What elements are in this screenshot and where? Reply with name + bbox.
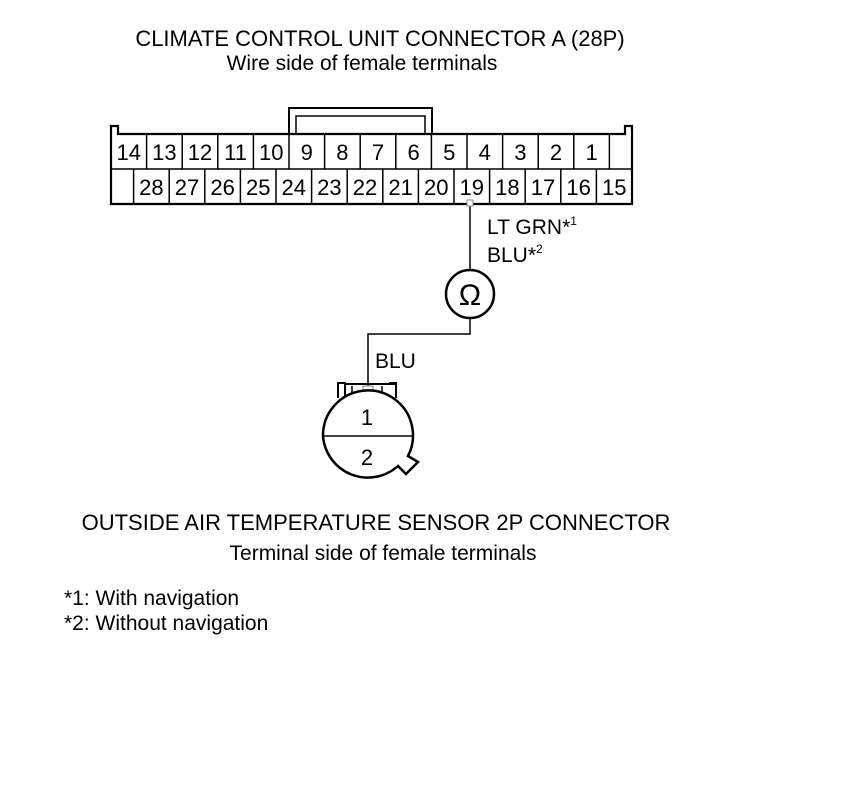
ccu-bottom-row: 28 27 26 25 24 23 22 21 20 19 18 17 16 15 — [139, 175, 626, 200]
ccu-terminal-20: 20 — [424, 175, 448, 200]
ccu-terminal-27: 27 — [175, 175, 199, 200]
ccu-terminal-13: 13 — [152, 140, 176, 165]
ccu-connector-subtitle: Wire side of female terminals — [227, 52, 498, 75]
ccu-terminal-6: 6 — [407, 140, 419, 165]
wire-upper-color-no-nav: BLU*2 — [487, 242, 543, 267]
ccu-connector-title: CLIMATE CONTROL UNIT CONNECTOR A (28P) — [135, 26, 624, 51]
ccu-terminal-10: 10 — [259, 140, 283, 165]
ccu-connector-lock-tab — [288, 107, 433, 134]
sensor-pin-1: 1 — [361, 405, 373, 430]
sensor-pin-2: 2 — [361, 445, 373, 470]
ccu-terminal-18: 18 — [495, 175, 519, 200]
ccu-terminal-4: 4 — [479, 140, 491, 165]
ccu-terminal-3: 3 — [514, 140, 526, 165]
ccu-connector-frame — [109, 124, 634, 206]
ccu-terminal-21: 21 — [388, 175, 412, 200]
footnote-2: *2: Without navigation — [64, 612, 268, 635]
ohmmeter-icon: Ω — [444, 268, 496, 320]
wire-upper-color-nav: LT GRN*1 — [487, 214, 577, 239]
ccu-terminal-2: 2 — [550, 140, 562, 165]
ccu-terminal-24: 24 — [282, 175, 306, 200]
ccu-terminal-26: 26 — [210, 175, 234, 200]
ccu-terminal-17: 17 — [531, 175, 555, 200]
ccu-terminal-1: 1 — [585, 140, 597, 165]
ccu-terminal-16: 16 — [566, 175, 590, 200]
ccu-terminal-15: 15 — [602, 175, 626, 200]
ccu-terminal-19: 19 — [460, 175, 484, 200]
wire-upper — [466, 199, 474, 269]
sensor-connector-body — [321, 389, 421, 479]
sensor-connector-latch — [337, 382, 397, 398]
ccu-terminal-11: 11 — [224, 140, 247, 165]
footnote-1: *1: With navigation — [64, 587, 239, 610]
ccu-terminal-9: 9 — [301, 140, 313, 165]
ccu-terminal-12: 12 — [188, 140, 212, 165]
sensor-connector — [321, 382, 421, 479]
sensor-connector-title: OUTSIDE AIR TEMPERATURE SENSOR 2P CONNEC… — [82, 510, 671, 535]
wire-lower-color: BLU — [375, 350, 416, 373]
sensor-connector-subtitle: Terminal side of female terminals — [230, 542, 537, 565]
wire-lower — [367, 318, 471, 392]
ccu-terminal-8: 8 — [336, 140, 348, 165]
ccu-terminal-5: 5 — [443, 140, 455, 165]
ccu-terminal-23: 23 — [317, 175, 341, 200]
ccu-terminal-28: 28 — [139, 175, 163, 200]
ccu-terminal-14: 14 — [117, 140, 141, 165]
ohm-symbol: Ω — [459, 279, 481, 312]
ccu-terminal-7: 7 — [372, 140, 384, 165]
ccu-terminal-22: 22 — [353, 175, 377, 200]
ccu-connector — [109, 107, 634, 206]
ccu-terminal-25: 25 — [246, 175, 270, 200]
